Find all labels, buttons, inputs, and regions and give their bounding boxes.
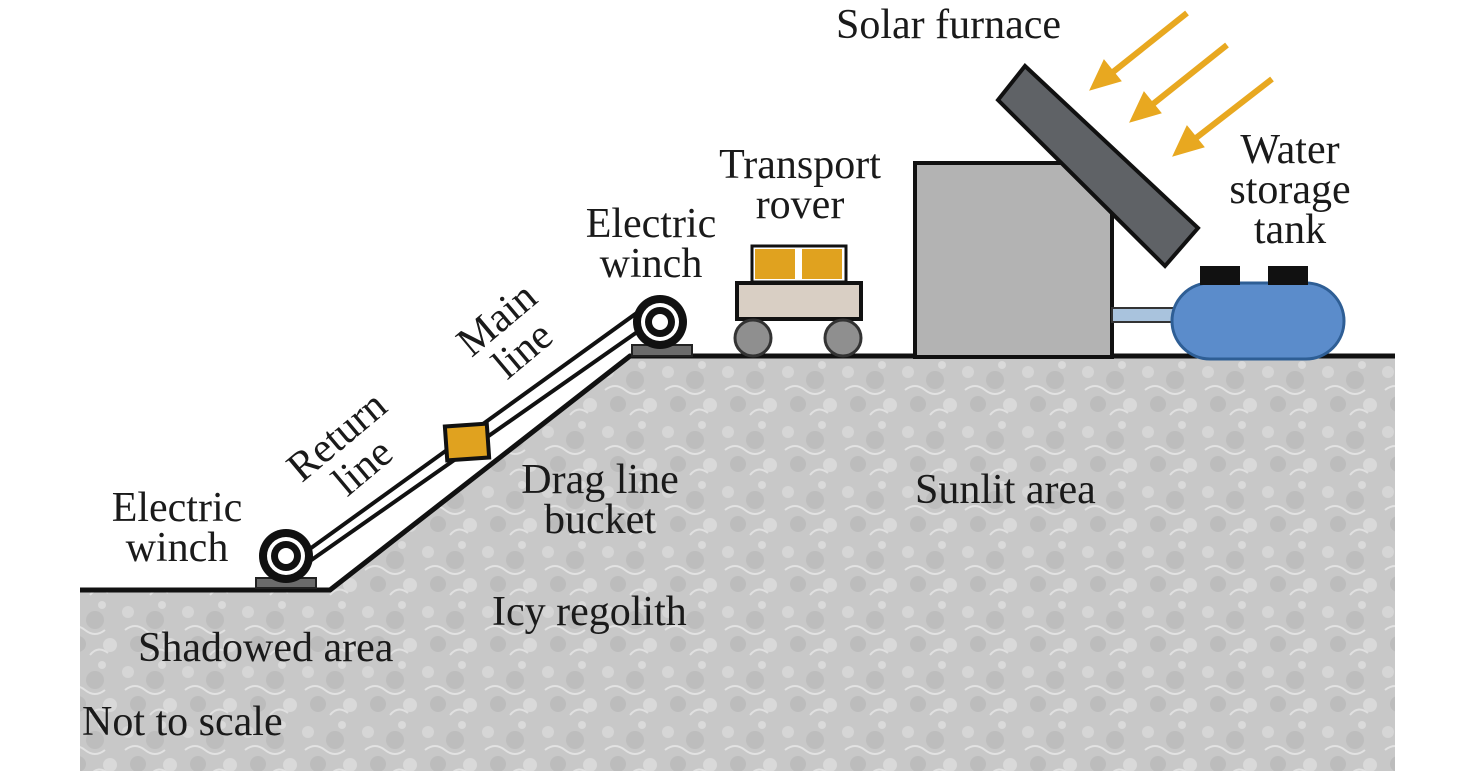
label-sunlit-area: Sunlit area — [915, 467, 1096, 513]
label-electric-winch-bottom-line2: winch — [125, 525, 229, 571]
regolith-ground — [80, 356, 1395, 771]
label-transport-rover: Transport rover — [700, 142, 900, 228]
label-electric-winch-top: Electric winch — [566, 201, 736, 287]
electric-winch-top — [631, 295, 693, 357]
label-icy-regolith: Icy regolith — [492, 589, 687, 635]
transport-rover — [733, 244, 863, 358]
label-shadowed-area: Shadowed area — [138, 625, 394, 671]
label-electric-winch-top-line2: winch — [599, 241, 703, 287]
label-drag-line-bucket-line2: bucket — [544, 497, 656, 543]
label-drag-line-bucket-line1: Drag line — [521, 457, 679, 503]
label-electric-winch-bottom: Electric winch — [92, 485, 262, 571]
label-transport-rover-line2: rover — [755, 182, 845, 228]
label-water-storage-tank-line1: Water — [1240, 127, 1340, 173]
electric-winch-bottom — [255, 529, 317, 589]
label-not-to-scale: Not to scale — [82, 699, 283, 745]
label-water-storage-tank-line2: storage — [1229, 167, 1351, 213]
label-electric-winch-top-line1: Electric — [585, 201, 717, 247]
sunlight-arrows — [1089, 10, 1274, 157]
water-storage-tank — [1111, 266, 1346, 361]
label-solar-furnace: Solar furnace — [836, 2, 1062, 48]
label-transport-rover-line1: Transport — [719, 142, 881, 188]
label-water-storage-tank: Water storage tank — [1210, 127, 1370, 253]
drag-line-bucket — [442, 421, 492, 463]
solar-furnace — [913, 63, 1201, 359]
label-water-storage-tank-line3: tank — [1253, 207, 1327, 253]
label-electric-winch-bottom-line1: Electric — [111, 485, 243, 531]
label-drag-line-bucket: Drag line bucket — [500, 457, 700, 543]
